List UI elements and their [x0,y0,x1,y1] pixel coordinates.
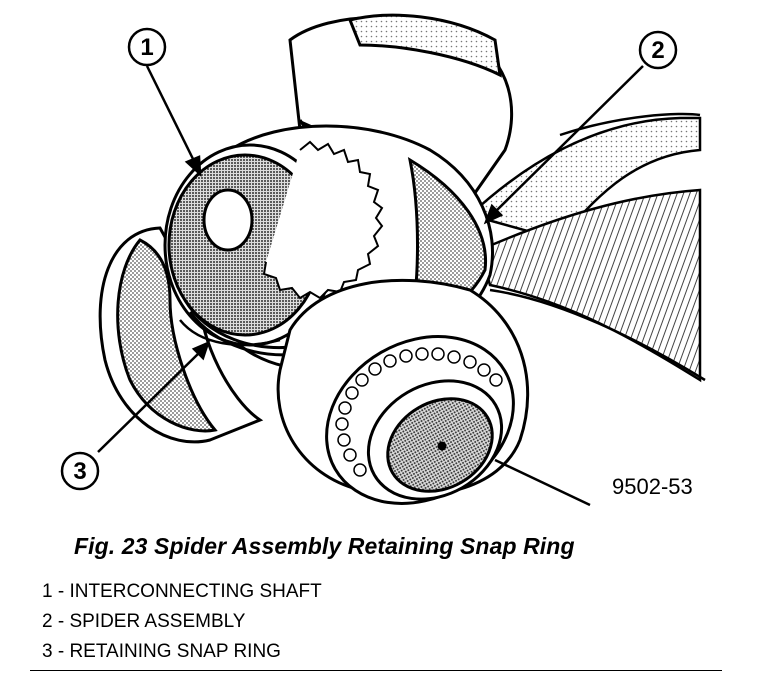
svg-text:2: 2 [651,37,664,64]
interconnecting-shaft [163,140,384,347]
leader-lines [97,65,644,507]
front-trunnion [276,278,530,505]
figure-code: 9502-53 [612,474,693,499]
callout-2: 2 [638,30,678,70]
legend-item: 1 - INTERCONNECTING SHAFT [42,581,322,602]
legend-item: 2 - SPIDER ASSEMBLY [42,611,246,632]
callout-1: 1 [127,27,167,67]
spider-assembly-illustration: 1 2 3 9502-53 [60,13,706,507]
callout-3: 3 [60,451,100,491]
shaft-splines [262,140,384,300]
housing [467,112,706,383]
svg-text:3: 3 [73,458,86,485]
bottom-divider [30,670,722,671]
left-trunnion [98,226,264,444]
svg-text:1: 1 [140,34,153,61]
legend-list: 1 - INTERCONNECTING SHAFT 2 - SPIDER ASS… [42,577,322,667]
figure-caption: Fig. 23 Spider Assembly Retaining Snap R… [74,533,575,559]
needle-bearings [335,347,503,477]
legend-item: 3 - RETAINING SNAP RING [42,641,281,662]
